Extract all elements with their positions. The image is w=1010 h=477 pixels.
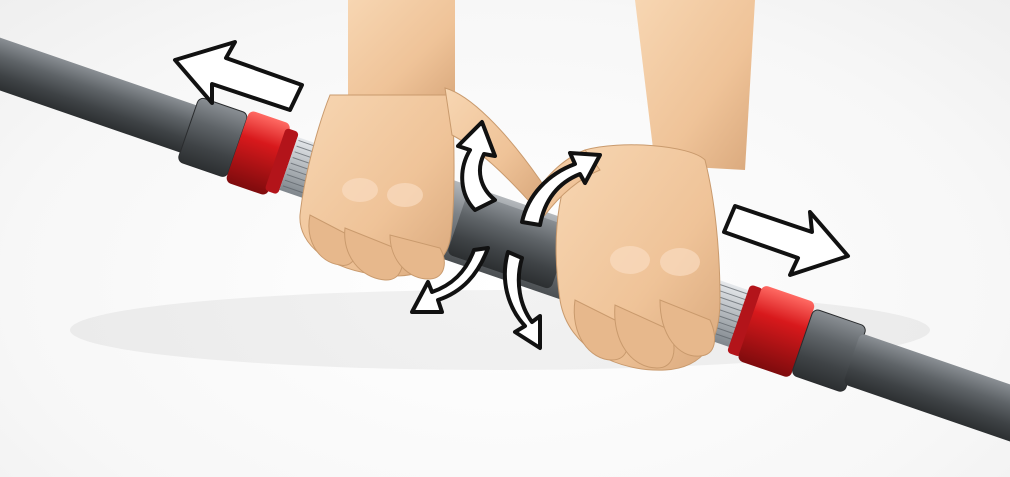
pipe-assembly <box>0 16 1010 467</box>
right-pipe <box>843 333 1010 456</box>
arrow-left-icon <box>175 42 302 110</box>
arrow-right-icon <box>724 206 848 275</box>
